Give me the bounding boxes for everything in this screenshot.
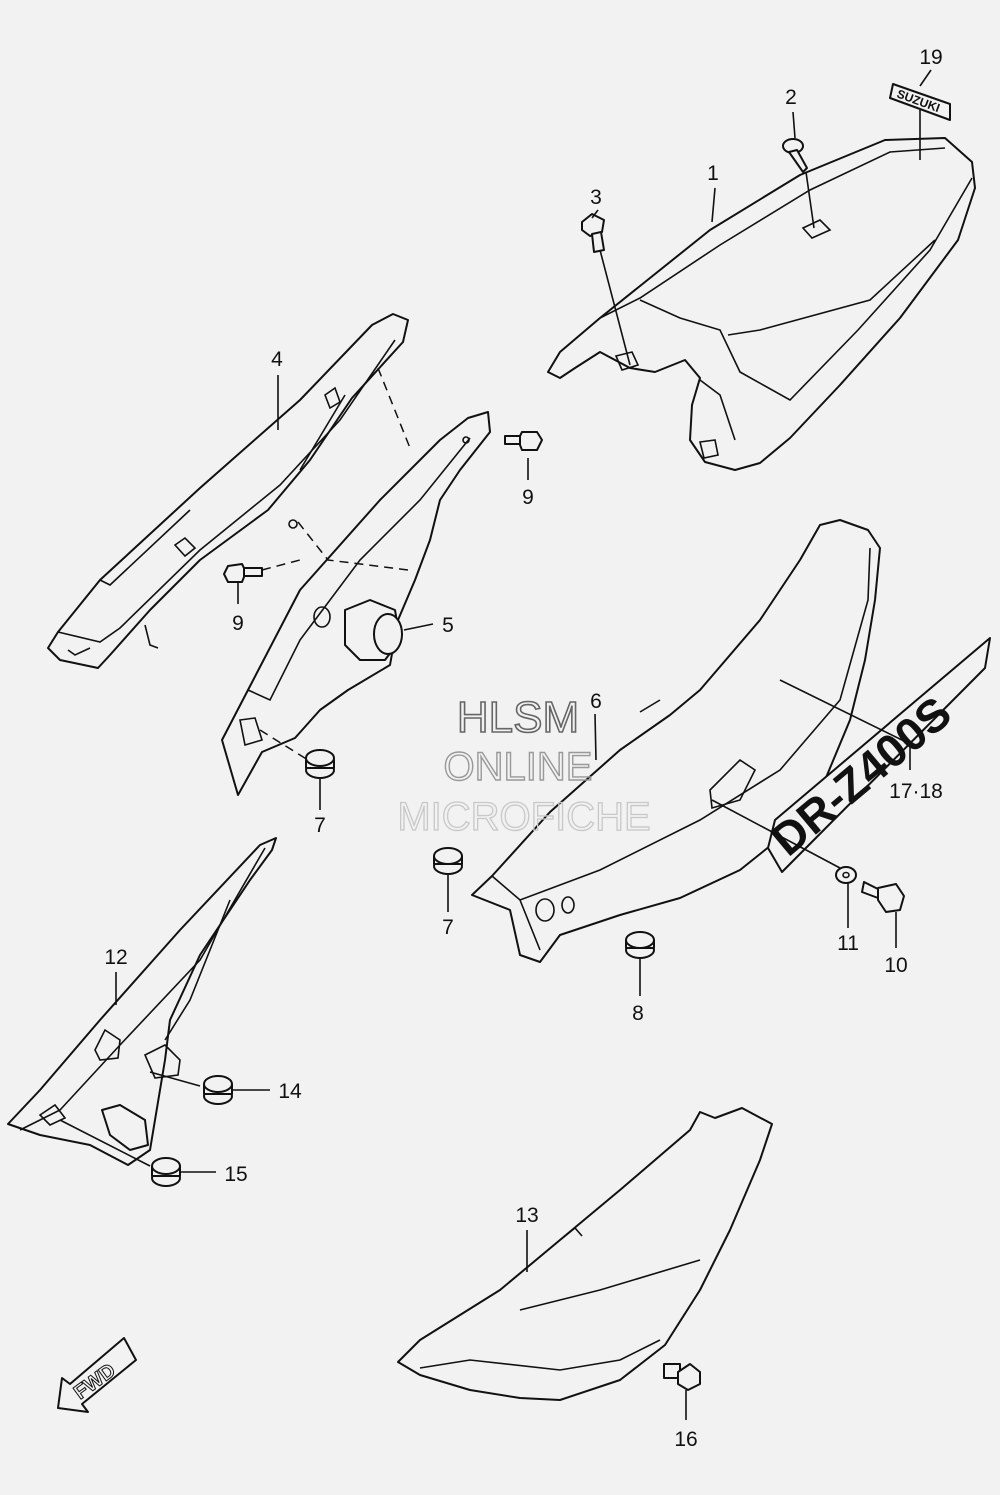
callout-labels: 1 2 3 4 5 6 7 7 8 9 9 10 11 12 13 14 15 … (104, 46, 943, 1451)
watermark-line-1: HLSM (457, 693, 579, 742)
callout-14: 14 (278, 1080, 302, 1103)
frame-bracket (221, 411, 491, 796)
watermark-line-2: ONLINE (444, 745, 593, 789)
grommet-part-8 (625, 931, 655, 959)
callout-7-right: 7 (442, 916, 454, 939)
callout-13: 13 (515, 1204, 538, 1227)
callout-11: 11 (837, 932, 859, 955)
bolt-part-3 (581, 213, 605, 253)
callout-4: 4 (271, 348, 283, 371)
left-side-panel (7, 837, 277, 1166)
callout-17-18: 17·18 (889, 780, 943, 803)
side-cover (471, 519, 881, 963)
right-side-panel (397, 1107, 773, 1401)
callout-1: 1 (707, 162, 719, 185)
grommet-part-7-right (433, 847, 463, 875)
washer-part-11 (835, 866, 857, 884)
bolt-part-10 (861, 881, 905, 913)
callout-19: 19 (919, 46, 942, 69)
left-frame-cover (47, 313, 409, 669)
rear-tail-cover (547, 137, 976, 471)
grommet-part-15 (151, 1157, 181, 1187)
assembly-lines (259, 367, 411, 761)
watermark-line-3: MICROFICHE (397, 795, 650, 839)
grommet-part-14 (203, 1075, 233, 1105)
callout-7-left: 7 (314, 814, 326, 837)
callout-6: 6 (590, 690, 602, 713)
leader-lines (59, 69, 932, 1420)
bolt-part-9-lower (223, 563, 263, 583)
callout-12: 12 (104, 946, 127, 969)
callout-5: 5 (442, 614, 454, 637)
grommet-part-7-left (305, 749, 335, 779)
callout-8: 8 (632, 1002, 644, 1025)
bolt-part-9-upper (504, 431, 543, 451)
suzuki-emblem-text: SUZUKI (895, 87, 942, 115)
fwd-arrow-icon: FWD (57, 1337, 137, 1413)
callout-10: 10 (884, 954, 907, 977)
bolt-part-16 (663, 1363, 701, 1391)
callout-9-lower: 9 (232, 612, 244, 635)
callout-9-upper: 9 (522, 486, 534, 509)
watermark: HLSM ONLINE MICROFICHE (397, 692, 652, 839)
screw-part-2 (782, 138, 808, 173)
callout-2: 2 (785, 86, 797, 109)
callout-15: 15 (224, 1163, 247, 1186)
callout-16: 16 (674, 1428, 697, 1451)
callout-3: 3 (590, 186, 602, 209)
